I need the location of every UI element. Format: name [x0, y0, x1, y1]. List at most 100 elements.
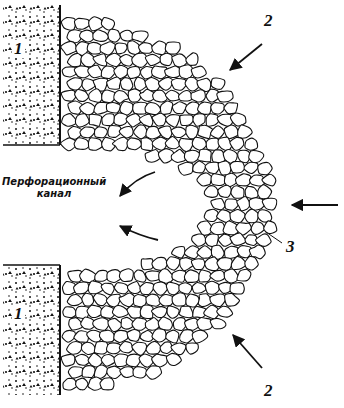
gravel-stone — [99, 330, 114, 342]
gravel-stone — [101, 66, 115, 79]
gravel-stone — [236, 174, 251, 186]
gravel-stone — [166, 330, 179, 343]
gravel-stone — [224, 103, 238, 114]
gravel-stone — [191, 259, 205, 270]
gravel-stone — [237, 197, 250, 211]
gravel-stone — [218, 137, 232, 151]
gravel-stone — [166, 257, 180, 270]
gravel-stone — [152, 41, 166, 55]
gravel-stone — [80, 269, 97, 282]
gravel-stone — [186, 343, 198, 354]
gravel-stone — [132, 31, 148, 42]
gravel-stone — [173, 102, 187, 114]
gravel-stone — [62, 330, 75, 342]
gravel-stone — [100, 378, 114, 390]
gravel-stone — [128, 89, 141, 102]
gravel-stone — [165, 42, 180, 54]
gravel-stone — [158, 77, 173, 90]
gravel-stone — [179, 306, 193, 317]
gravel-stone — [132, 342, 147, 355]
gravel-stone — [258, 163, 272, 175]
gravel-stone — [62, 114, 77, 127]
gravel-stone — [114, 113, 127, 125]
gravel-stone — [198, 125, 213, 138]
gravel-stone — [231, 257, 246, 270]
gravel-stone — [63, 307, 77, 318]
gravel-stone — [191, 66, 206, 78]
gravel-stone — [192, 330, 207, 343]
gravel-stone — [204, 209, 218, 221]
gravel-stone — [171, 343, 186, 354]
gravel-stone — [61, 355, 74, 367]
gravel-stone — [67, 78, 82, 90]
gravel-stone — [192, 283, 206, 294]
gravel-stone — [61, 90, 76, 101]
channel-label: Перфорационный канал — [2, 176, 106, 200]
gravel-stone — [158, 317, 172, 330]
gravel-stone — [217, 114, 232, 126]
gravel-stone — [145, 54, 161, 65]
callout-number: 2 — [262, 12, 275, 30]
gravel-stone — [165, 66, 180, 77]
callout-number: 3 — [284, 238, 297, 256]
gravel-stone — [230, 209, 245, 222]
gravel-stone — [152, 329, 166, 342]
gravel-stone — [74, 66, 89, 78]
gravel-stone — [120, 367, 135, 378]
gravel-stone — [211, 198, 225, 209]
gravel-stone — [82, 293, 94, 306]
gravel-stone — [133, 367, 147, 378]
gravel-stone — [74, 138, 89, 150]
gravel-stone — [205, 162, 219, 173]
gravel-stone — [61, 41, 77, 55]
gravel-stone — [114, 330, 128, 342]
gravel-stone — [159, 294, 173, 305]
gravel-stone — [76, 378, 88, 390]
gravel-stone — [211, 78, 225, 89]
gravel-stone — [140, 282, 154, 294]
gravel-stone — [106, 102, 120, 112]
gravel-stone — [178, 162, 193, 175]
gravel-stone — [151, 307, 166, 318]
gravel-stone — [230, 161, 245, 173]
gravel-stone — [193, 114, 205, 126]
gravel-stone — [238, 125, 253, 138]
gravel-stone — [199, 270, 211, 282]
gravel-stone — [93, 54, 107, 66]
gravel-stone — [107, 77, 121, 89]
gravel-stone — [74, 282, 89, 294]
gravel-stone — [251, 222, 264, 234]
gravel-stone — [126, 354, 141, 367]
gravel-stone — [186, 294, 199, 307]
gravel-stone — [225, 199, 239, 210]
gravel-stone — [102, 114, 115, 126]
gravel-stone — [197, 78, 211, 91]
gravel-stone — [127, 306, 141, 318]
gravel-stone — [108, 29, 120, 42]
gravel-stone — [191, 90, 205, 102]
gravel-stone — [258, 210, 272, 222]
gravel-stone — [139, 43, 154, 54]
gravel-stone — [256, 234, 272, 246]
gravel-stone — [264, 221, 277, 233]
gravel-stone — [249, 151, 264, 163]
gravel-stone — [88, 138, 102, 151]
gravel-stone — [152, 354, 168, 367]
gravel-stone — [237, 269, 251, 281]
gravel-stone — [179, 138, 193, 151]
gravel-stone — [88, 281, 103, 294]
gravel-stone — [112, 137, 128, 150]
gravel-stone — [224, 269, 239, 283]
gravel-stone — [171, 78, 186, 90]
gravel-stone — [172, 247, 185, 259]
gravel-stone — [166, 353, 181, 365]
gravel-stone — [210, 270, 225, 281]
gravel-stone — [217, 306, 233, 317]
gravel-stone — [186, 53, 198, 66]
gravel-stone — [61, 18, 75, 31]
gravel-stone — [198, 149, 212, 162]
gravel-stone — [146, 366, 162, 379]
gravel-pack — [61, 17, 277, 391]
gravel-stone — [94, 365, 107, 378]
gravel-stone — [134, 125, 148, 139]
